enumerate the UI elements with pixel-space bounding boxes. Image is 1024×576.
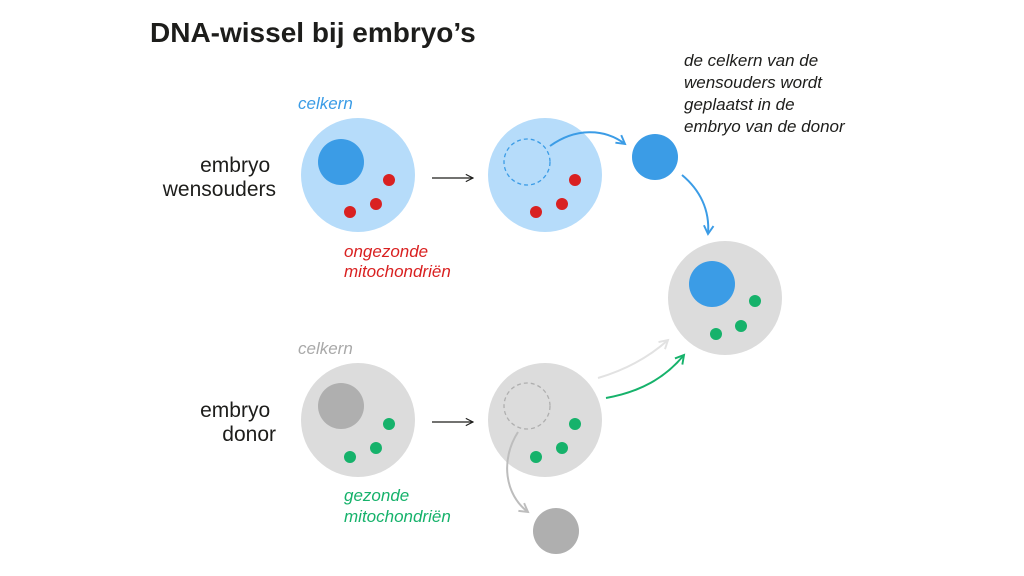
unhealthy-label-line2: mitochondriën [344, 262, 451, 281]
healthy-mitochondrion [530, 451, 542, 463]
donor-nucleus [318, 383, 364, 429]
parent-embryo-nucleus-removed [488, 118, 602, 232]
unhealthy-mitochondrion [370, 198, 382, 210]
unhealthy-mitochondrion [530, 206, 542, 218]
page-title: DNA-wissel bij embryo’s [150, 17, 476, 48]
donor-embryo-nucleus-removed [488, 363, 602, 477]
healthy-mitochondrion [710, 328, 722, 340]
healthy-mitochondria-label: gezonde mitochondriën [344, 486, 451, 526]
transfer-line2: wensouders wordt [684, 73, 823, 92]
cell-transfer-arrow [605, 353, 686, 399]
parent-cell-body [488, 118, 602, 232]
healthy-mitochondrion [344, 451, 356, 463]
nucleus-extract-arrow [549, 131, 627, 147]
unhealthy-mitochondrion [569, 174, 581, 186]
cell-transfer-arrow-faint [597, 338, 670, 379]
empty-nucleus-outline [503, 382, 551, 430]
parent-embryo-cell [301, 118, 415, 232]
row-label-parents-line1: embryo [200, 154, 270, 177]
parent-nucleus [318, 139, 364, 185]
unhealthy-label-line1: ongezonde [344, 242, 428, 261]
healthy-mitochondrion [556, 442, 568, 454]
nucleus-insert-arrow [681, 174, 715, 236]
unhealthy-mitochondrion [344, 206, 356, 218]
transfer-annotation: de celkern van de wensouders wordt gepla… [684, 51, 846, 136]
healthy-label-line2: mitochondriën [344, 507, 451, 526]
row-label-donor-line2: donor [222, 423, 276, 446]
healthy-mitochondrion [370, 442, 382, 454]
discarded-donor-nucleus [533, 508, 579, 554]
result-nucleus [689, 261, 735, 307]
donor-embryo-cell [301, 363, 415, 477]
unhealthy-mitochondrion [383, 174, 395, 186]
transfer-line4: embryo van de donor [684, 117, 846, 136]
healthy-mitochondrion [735, 320, 747, 332]
healthy-mitochondrion [569, 418, 581, 430]
transfer-line3: geplaatst in de [684, 95, 795, 114]
row-label-parents-line2: wensouders [162, 178, 276, 201]
row-label-donor-line1: embryo [200, 399, 270, 422]
healthy-mitochondrion [749, 295, 761, 307]
extracted-parent-nucleus [632, 134, 678, 180]
nucleus-label-donor: celkern [298, 339, 353, 358]
unhealthy-mitochondria-label: ongezonde mitochondriën [344, 242, 451, 281]
healthy-label-line1: gezonde [344, 486, 409, 505]
empty-nucleus-outline [503, 138, 551, 186]
result-embryo-cell [668, 241, 782, 355]
row-label-parents: embryo wensouders [162, 154, 276, 201]
nucleus-label-parents: celkern [298, 94, 353, 113]
healthy-mitochondrion [383, 418, 395, 430]
unhealthy-mitochondrion [556, 198, 568, 210]
nucleus-discard-arrow [506, 431, 530, 514]
transfer-line1: de celkern van de [684, 51, 818, 70]
row-label-donor: embryo donor [200, 399, 276, 446]
